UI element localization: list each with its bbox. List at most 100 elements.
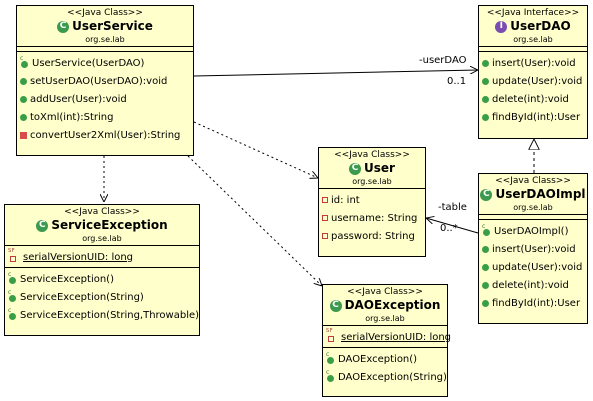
public-method-icon — [482, 281, 489, 289]
attribute-section — [479, 215, 587, 220]
public-method-icon — [20, 95, 27, 103]
abstract-method-icon — [482, 113, 489, 121]
method-row[interactable]: ServiceException() — [5, 270, 199, 288]
public-method-icon — [20, 77, 27, 85]
private-field-icon — [322, 215, 328, 221]
method-row[interactable]: addUser(User):void — [17, 90, 193, 108]
method-section: UserDAOImpl() insert(User):void update(U… — [479, 220, 587, 313]
stereotype-label: <<Java Class>> — [67, 8, 143, 18]
method-row[interactable]: findById(int):User — [479, 294, 587, 312]
method-row[interactable]: update(User):void — [479, 72, 587, 90]
package-label: org.se.lab — [82, 234, 122, 243]
abstract-method-icon — [482, 59, 489, 67]
interface-box-userdao[interactable]: <<Java Interface>> I UserDAO org.se.lab … — [478, 5, 588, 139]
method-row[interactable]: setUserDAO(UserDAO):void — [17, 72, 193, 90]
stereotype-label: <<Java Class>> — [64, 207, 140, 217]
stereotype-label: <<Java Class>> — [495, 176, 571, 186]
method-row[interactable]: DAOException(String) — [323, 368, 447, 386]
dependency-userservice-user — [193, 121, 318, 178]
class-header: <<Java Class>> C User org.se.lab — [319, 148, 425, 189]
class-box-userdaoimpl[interactable]: <<Java Class>> C UserDAOImpl org.se.lab … — [478, 173, 588, 324]
method-row[interactable]: insert(User):void — [479, 240, 587, 258]
field-row[interactable]: id: int — [319, 191, 425, 209]
class-icon: C — [349, 162, 362, 175]
constructor-icon — [8, 289, 17, 302]
method-row[interactable]: toXml(int):String — [17, 108, 193, 126]
constructor-icon — [20, 55, 29, 68]
method-row[interactable]: delete(int):void — [479, 276, 587, 294]
attribute-section: serialVersionUID: long — [5, 246, 199, 268]
class-header: <<Java Interface>> I UserDAO org.se.lab — [479, 6, 587, 47]
field-row[interactable]: serialVersionUID: long — [323, 328, 451, 346]
method-row[interactable]: insert(User):void — [479, 54, 587, 72]
package-label: org.se.lab — [352, 177, 392, 186]
multiplicity-label-table: 0..* — [440, 223, 458, 234]
method-row[interactable]: UserService(UserDAO) — [17, 54, 193, 72]
stereotype-label: <<Java Interface>> — [486, 8, 580, 18]
class-box-daoexception[interactable]: <<Java Class>> C DAOException org.se.lab… — [322, 284, 451, 397]
field-row[interactable]: serialVersionUID: long — [5, 248, 199, 266]
class-header: <<Java Class>> C ServiceException org.se… — [5, 205, 199, 246]
class-box-userservice[interactable]: <<Java Class>> C UserService org.se.lab … — [16, 5, 194, 156]
stereotype-label: <<Java Class>> — [347, 287, 423, 297]
dependency-userservice-daoexception — [187, 155, 322, 286]
static-final-field-icon — [8, 248, 20, 262]
method-section: ServiceException() ServiceException(Stri… — [5, 268, 199, 325]
constructor-icon — [8, 307, 17, 320]
method-row[interactable]: update(User):void — [479, 258, 587, 276]
class-header: <<Java Class>> C UserService org.se.lab — [17, 6, 193, 47]
class-name: ServiceException — [51, 218, 168, 232]
abstract-method-icon — [482, 95, 489, 103]
abstract-method-icon — [482, 77, 489, 85]
class-name: User — [364, 161, 395, 175]
stereotype-label: <<Java Class>> — [334, 150, 410, 160]
attribute-section: id: int username: String password: Strin… — [319, 189, 425, 246]
class-name: DAOException — [344, 298, 441, 312]
package-label: org.se.lab — [365, 314, 405, 323]
class-header: <<Java Class>> C UserDAOImpl org.se.lab — [479, 174, 587, 215]
attribute-section: serialVersionUID: long — [323, 326, 451, 348]
private-method-icon — [20, 131, 27, 139]
method-section: insert(User):void update(User):void dele… — [479, 52, 587, 127]
class-icon: C — [480, 188, 493, 201]
class-box-user[interactable]: <<Java Class>> C User org.se.lab id: int… — [318, 147, 426, 257]
public-method-icon — [482, 245, 489, 253]
method-row[interactable]: findById(int):User — [479, 108, 587, 126]
method-row[interactable]: ServiceException(String,Throwable) — [5, 306, 199, 324]
multiplicity-label-userdao: 0..1 — [447, 76, 467, 87]
field-row[interactable]: username: String — [319, 209, 425, 227]
class-icon: C — [329, 299, 342, 312]
class-name: UserDAOImpl — [495, 187, 586, 201]
constructor-icon — [326, 369, 335, 382]
method-row[interactable]: delete(int):void — [479, 90, 587, 108]
interface-icon: I — [495, 20, 508, 33]
package-label: org.se.lab — [85, 35, 125, 44]
constructor-icon — [482, 223, 491, 236]
attribute-section — [17, 47, 193, 52]
class-header: <<Java Class>> C DAOException org.se.lab — [323, 285, 447, 326]
package-label: org.se.lab — [513, 35, 553, 44]
role-label-userdao: -userDAO — [419, 55, 467, 66]
constructor-icon — [326, 351, 335, 364]
public-method-icon — [482, 263, 489, 271]
class-name: UserService — [72, 19, 153, 33]
package-label: org.se.lab — [513, 203, 553, 212]
class-name: UserDAO — [510, 19, 571, 33]
method-section: UserService(UserDAO) setUserDAO(UserDAO)… — [17, 52, 193, 145]
class-box-serviceexception[interactable]: <<Java Class>> C ServiceException org.se… — [4, 204, 200, 336]
static-final-field-icon — [326, 328, 338, 342]
attribute-section — [479, 47, 587, 52]
method-section: DAOException() DAOException(String) — [323, 348, 447, 387]
constructor-icon — [8, 271, 17, 284]
role-label-table: -table — [438, 202, 467, 213]
public-method-icon — [20, 113, 27, 121]
public-method-icon — [482, 299, 489, 307]
method-row[interactable]: DAOException() — [323, 350, 447, 368]
method-row[interactable]: UserDAOImpl() — [479, 222, 587, 240]
method-row[interactable]: convertUser2Xml(User):String — [17, 126, 193, 144]
class-icon: C — [57, 20, 70, 33]
method-row[interactable]: ServiceException(String) — [5, 288, 199, 306]
private-field-icon — [322, 233, 328, 239]
field-row[interactable]: password: String — [319, 227, 425, 245]
class-icon: C — [36, 219, 49, 232]
